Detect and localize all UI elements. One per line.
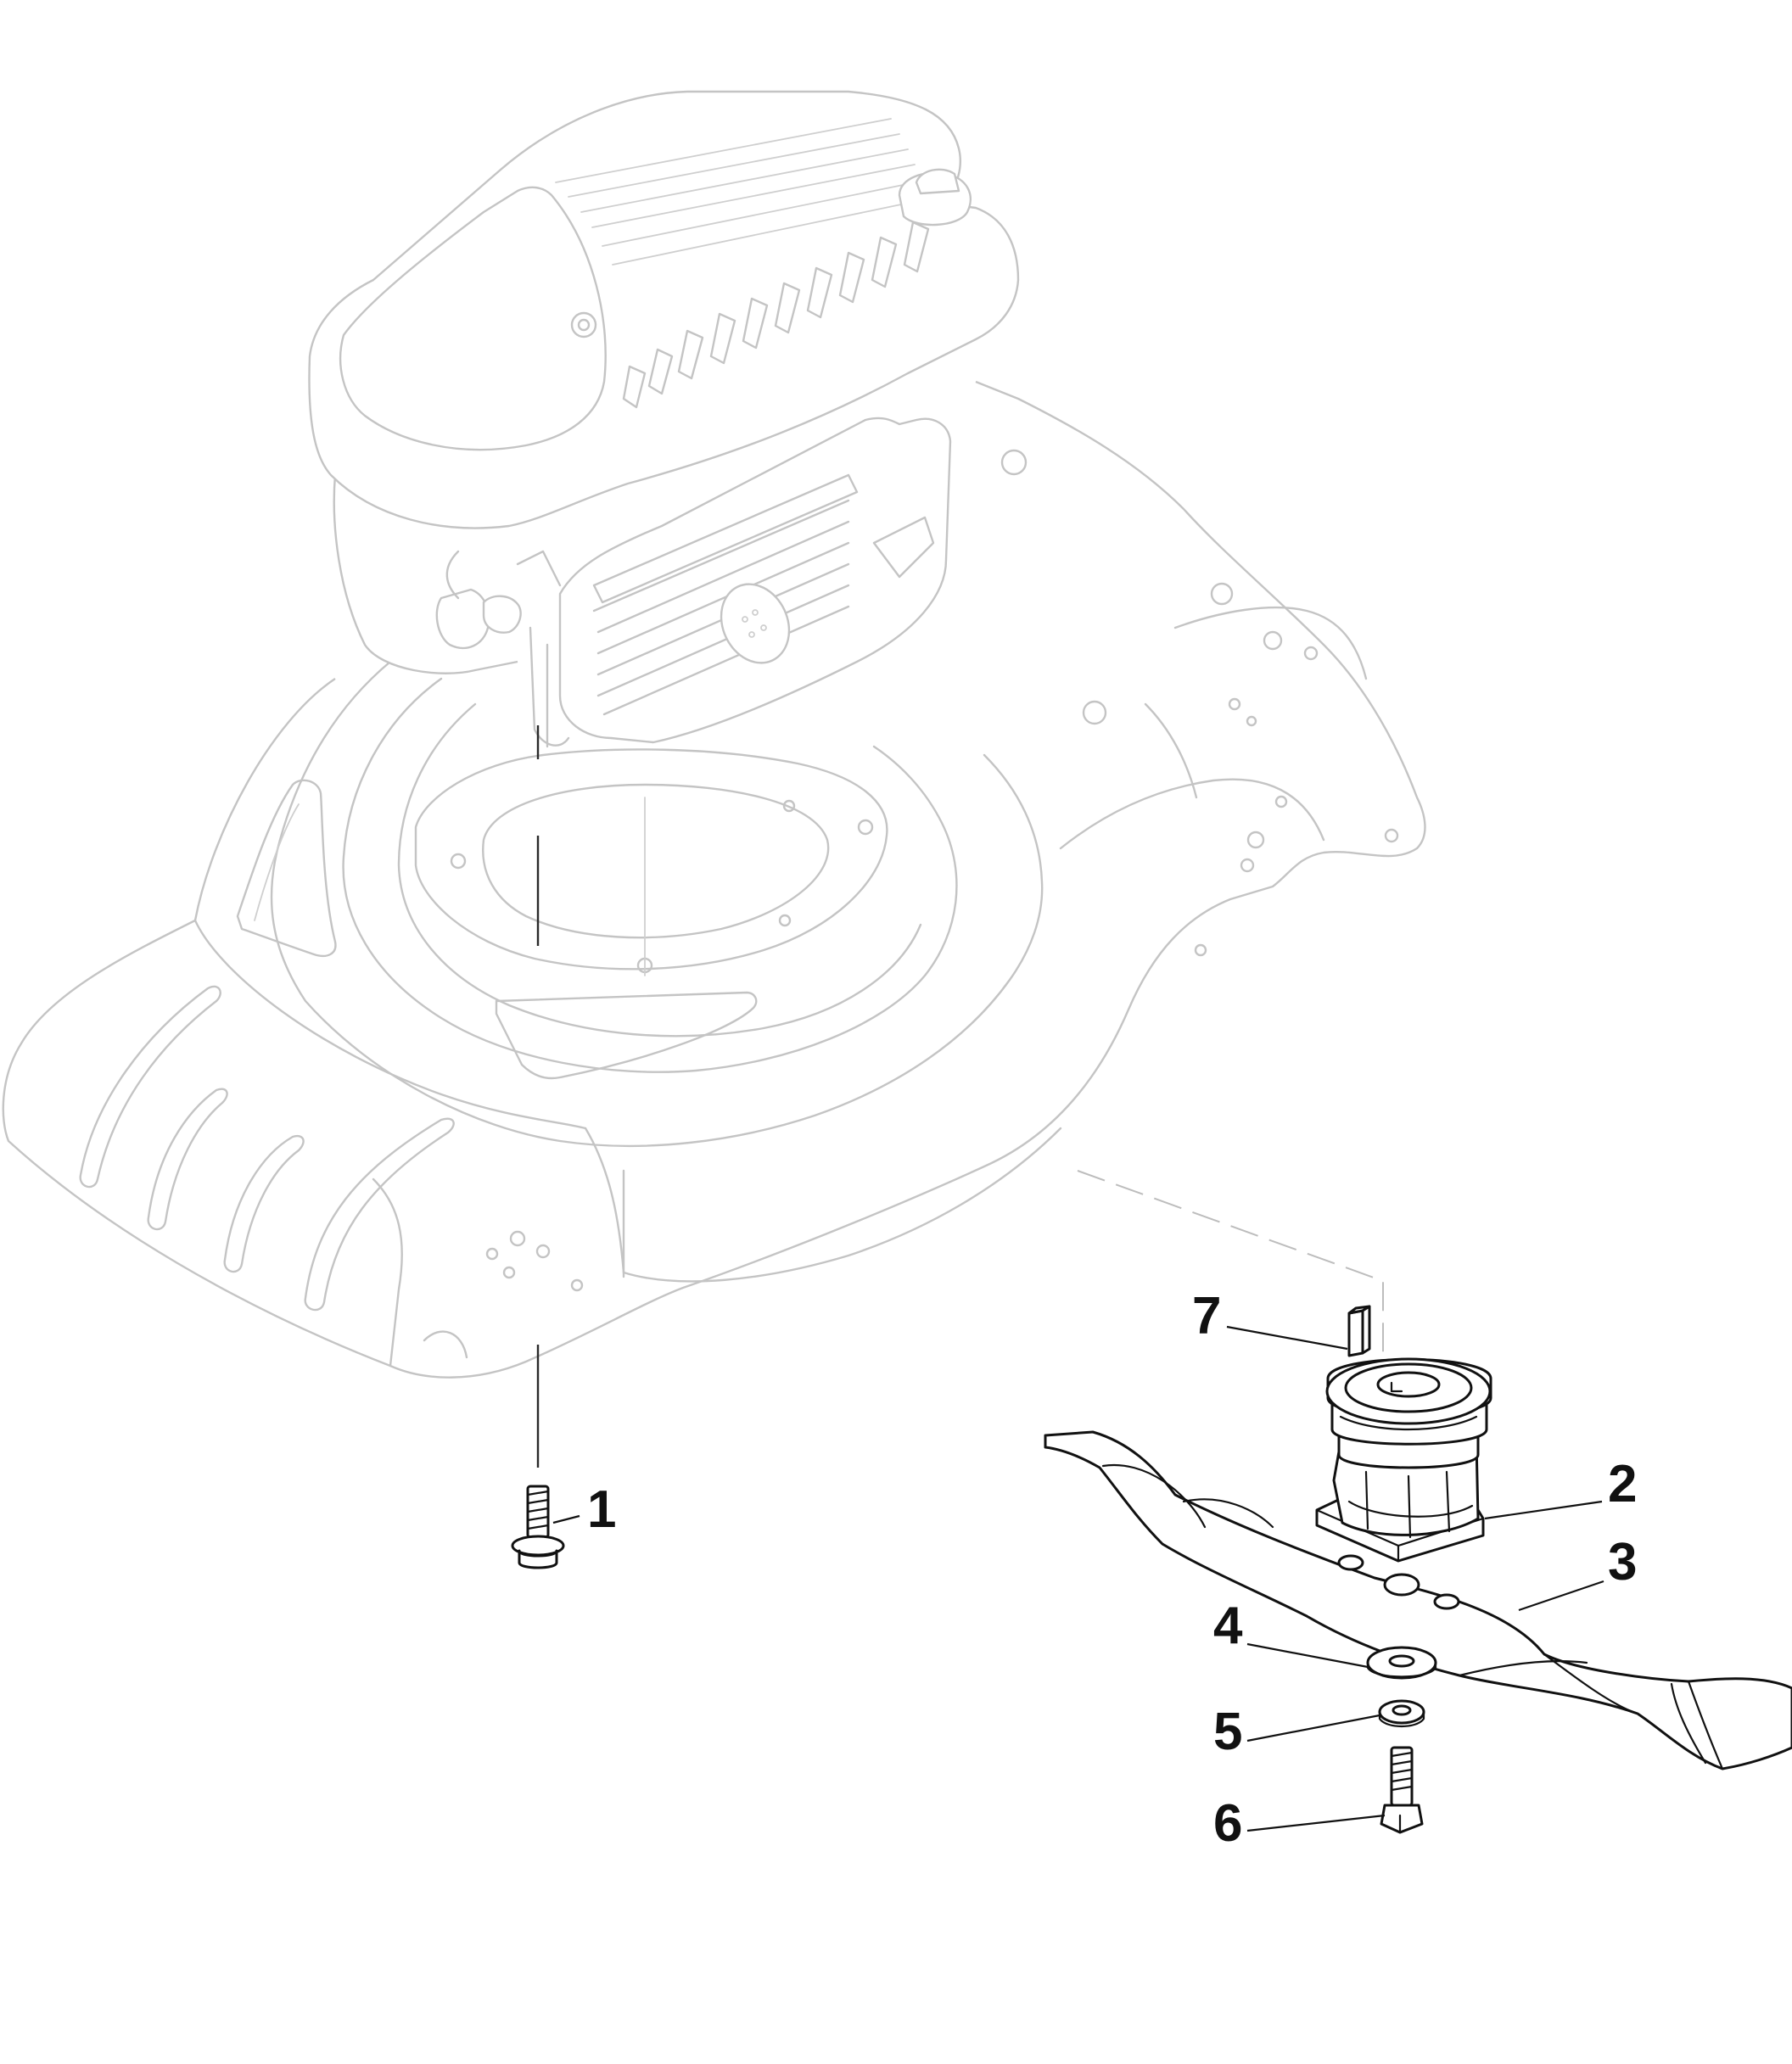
callout-5: 5 — [1213, 1703, 1242, 1761]
shaft-key-icon — [1347, 1305, 1371, 1357]
callout-1: 1 — [587, 1480, 616, 1539]
blade-hub-icon — [1315, 1357, 1492, 1563]
spring-washer-icon — [1378, 1699, 1425, 1727]
assembly-axis-lines — [536, 725, 646, 1468]
mower-deck-outline-icon — [2, 380, 1426, 1379]
callout-6: 6 — [1213, 1794, 1242, 1853]
callout-2: 2 — [1608, 1455, 1637, 1513]
blade-bolt-icon — [1380, 1746, 1424, 1834]
cutting-blade-icon — [1044, 1430, 1792, 1770]
callout-3: 3 — [1608, 1533, 1637, 1591]
flat-washer-icon — [1366, 1646, 1437, 1680]
leader-lines — [552, 1325, 1604, 1832]
deck-screw-icon — [511, 1485, 565, 1569]
callout-7: 7 — [1192, 1287, 1221, 1345]
engine-outline-icon — [308, 90, 1020, 748]
callout-4: 4 — [1213, 1597, 1243, 1655]
callout-labels: 1 2 3 4 5 6 7 — [587, 1287, 1637, 1853]
